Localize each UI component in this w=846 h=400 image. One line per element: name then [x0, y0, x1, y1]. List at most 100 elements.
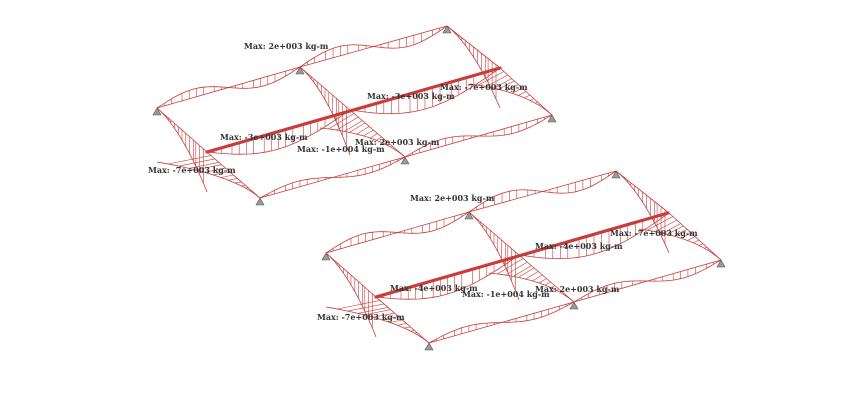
moment-label: Max: 2e+003 kg-m: [535, 284, 620, 294]
moment-label: Max: -1e+004 kg-m: [462, 289, 550, 299]
moment-label: Max: -7e+003 kg-m: [148, 165, 236, 175]
hatch-line: [188, 162, 219, 169]
hatch-line: [693, 239, 700, 244]
hatch-line: [328, 113, 355, 130]
hatch-line: [538, 278, 547, 284]
hatch-line: [518, 91, 527, 96]
moment-label: Max: -1e+004 kg-m: [297, 144, 385, 154]
moment-curve: [259, 156, 406, 199]
hatch-line: [195, 164, 222, 171]
hatch-line: [387, 143, 391, 146]
moment-label: Max: 2e+003 kg-m: [355, 137, 440, 147]
hatch-line: [698, 243, 703, 246]
pin-support-icon: [716, 259, 726, 268]
hatch-line: [344, 120, 363, 132]
hatch-line: [220, 174, 234, 178]
hatch-line: [518, 267, 535, 278]
hatch-line: [493, 78, 512, 89]
hatch-line: [559, 291, 562, 293]
hatch-line: [414, 332, 418, 334]
pin-support-icon: [295, 66, 305, 75]
hatch-line: [662, 223, 681, 234]
hatch-line: [410, 330, 415, 332]
moment-curve: [325, 211, 470, 254]
hatch-line: [364, 309, 391, 316]
hatch-line: [369, 133, 378, 139]
hatch-line: [390, 146, 393, 148]
hatch-line: [228, 178, 238, 181]
hatch-line: [204, 167, 226, 173]
highlighted-beam[interactable]: [374, 211, 670, 299]
hatch-line: [357, 307, 388, 314]
moment-label: Max: -7e+003 kg-m: [440, 82, 528, 92]
pin-support-icon: [255, 197, 265, 206]
hatch-line: [245, 187, 249, 189]
hatch-line: [478, 71, 505, 86]
moment-curve: [428, 301, 575, 344]
hatch-line: [347, 303, 384, 312]
hatch-line: [241, 185, 246, 187]
hatch-line: [212, 171, 230, 176]
hatch-line: [550, 285, 555, 289]
hatch-line: [524, 94, 531, 99]
hatch-line: [681, 232, 692, 239]
hatch-line: [564, 294, 566, 296]
highlighted-beam[interactable]: [205, 66, 502, 154]
hatch-line: [389, 319, 403, 323]
hatch-line: [647, 216, 674, 231]
hatch-line: [349, 122, 366, 133]
hatch-line: [373, 312, 395, 318]
pin-support-icon: [611, 170, 621, 179]
hatch-line: [667, 225, 684, 235]
hatch-line: [404, 326, 411, 329]
hatch-line: [505, 261, 528, 276]
hatch-line: [535, 101, 538, 104]
moment-label: Max: -4e+003 kg-m: [390, 283, 478, 293]
moment-curve: [299, 25, 448, 68]
hatch-line: [538, 104, 541, 106]
moment-label: Max: -7e+003 kg-m: [610, 228, 698, 238]
pin-support-icon: [321, 252, 331, 261]
hatch-line: [337, 300, 381, 310]
hatch-line: [485, 74, 508, 87]
hatch-line: [529, 98, 534, 101]
bottom-frame-model: Max: 2e+003 kg-m Max: -4e+003 kg-m Max: …: [317, 170, 726, 351]
moment-curve: [156, 66, 301, 109]
top-frame-model: Max: 2e+003 kg-m Max: -3e+003 kg-m Max: …: [148, 25, 557, 206]
hatch-line: [512, 87, 523, 94]
hatch-line: [545, 281, 551, 286]
hatch-line: [376, 136, 382, 141]
hatch-line: [498, 80, 515, 90]
hatch-line: [356, 126, 370, 135]
hatch-line: [707, 249, 710, 251]
pin-support-icon: [464, 211, 474, 220]
moment-label: Max: 2e+003 kg-m: [244, 41, 329, 51]
hatch-line: [654, 219, 677, 232]
hatch-line: [178, 158, 215, 167]
hatch-line: [687, 236, 696, 241]
hatch-line: [381, 140, 386, 144]
pin-support-icon: [152, 107, 162, 116]
moment-curve: [468, 170, 617, 213]
moment-curve: [404, 114, 553, 158]
pin-support-icon: [400, 156, 410, 165]
hatch-line: [336, 116, 359, 131]
hatch-line: [532, 274, 543, 282]
hatch-line: [168, 155, 212, 165]
hatch-line: [704, 246, 707, 249]
hatch-line: [235, 181, 242, 184]
hatch-line: [556, 288, 560, 291]
hatch-line: [525, 271, 539, 280]
pin-support-icon: [569, 301, 579, 310]
hatch-line: [395, 149, 397, 151]
pin-support-icon: [547, 114, 557, 123]
moment-curve: [573, 259, 722, 303]
hatch-line: [505, 84, 519, 92]
pin-support-icon: [442, 25, 452, 34]
moment-label: Max: -7e+003 kg-m: [317, 312, 405, 322]
moment-label: Max: 2e+003 kg-m: [410, 193, 495, 203]
hatch-line: [363, 129, 374, 137]
hatch-line: [381, 316, 399, 321]
pin-support-icon: [424, 342, 434, 351]
